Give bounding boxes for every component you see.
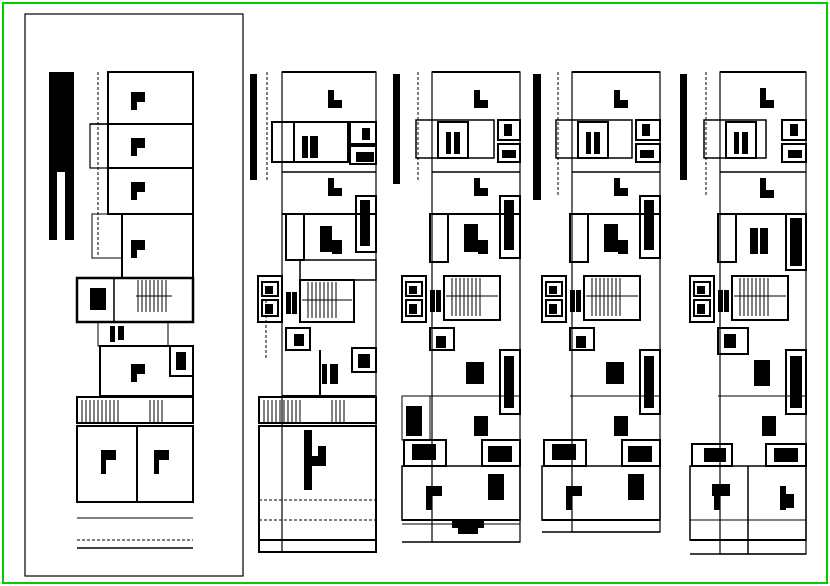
furniture-icon [101,92,169,474]
plan-1-hatch [76,396,194,424]
plan-1-hall [76,425,194,503]
plan-4 [533,71,661,533]
plan-1-frame [24,13,244,577]
furniture-icon [406,90,516,510]
plan-5 [680,71,807,555]
plan-1-room [107,71,194,125]
wall-icon [680,74,687,180]
stair-icon [302,282,352,318]
plan-1 [24,13,244,577]
furniture-icon [697,88,802,510]
wall-icon [533,74,541,200]
stair-icon [734,278,786,316]
wall-icon [250,74,257,180]
stair-icon [136,280,172,312]
plan-2 [250,71,377,553]
plan-3 [393,71,521,543]
plan-1-room [107,123,194,169]
stair-icon [446,278,498,316]
furniture-icon [549,90,654,510]
plan-2-stair [299,279,355,323]
stair-icon [586,278,638,316]
furniture-icon [265,90,374,490]
plan-1-room [107,167,194,215]
wall-icon [393,74,400,184]
plan-1-room [97,321,169,347]
